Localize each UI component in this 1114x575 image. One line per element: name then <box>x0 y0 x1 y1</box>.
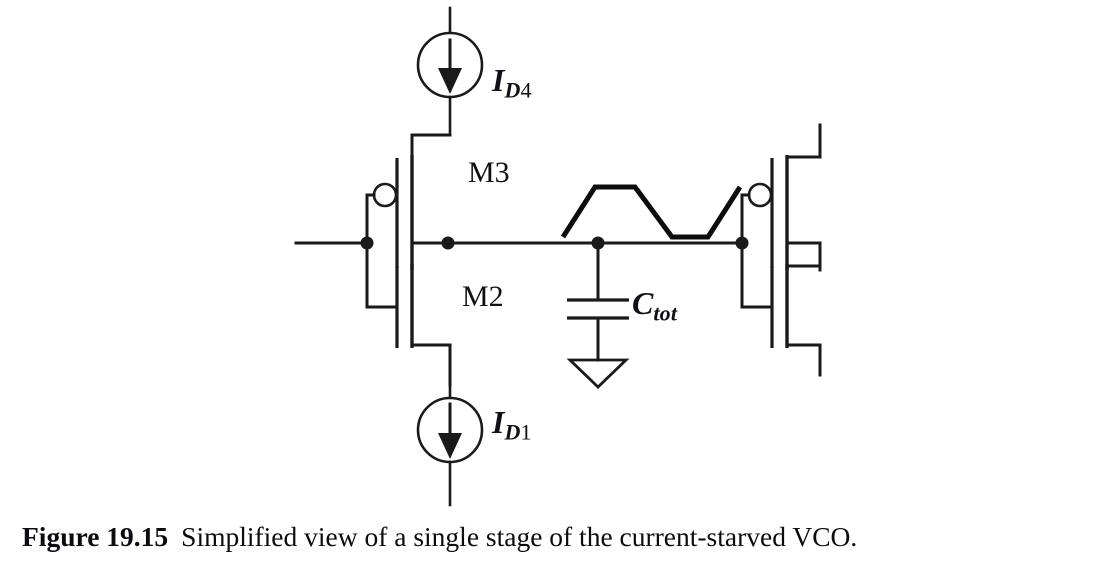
output-node-dot <box>441 236 455 250</box>
current-source-id4 <box>416 6 484 137</box>
m3-gate-bubble-icon <box>372 182 398 208</box>
m3-source-lead <box>410 133 452 159</box>
label-transistor-m3: M3 <box>468 156 510 189</box>
m2-source-lead <box>410 343 452 387</box>
figure-caption-label: Figure 19.15 <box>22 521 169 552</box>
trapezoidal-waveform-icon <box>560 184 743 240</box>
right-nmos-drain-lead <box>785 241 822 268</box>
label-capacitor-ctot: Ctot <box>632 287 677 325</box>
ground-symbol <box>566 358 630 389</box>
label-current-source-id1: ID1 <box>492 406 532 444</box>
ground-triangle-icon <box>566 358 630 389</box>
transistor-next-stage-pmos <box>740 123 822 272</box>
right-pmos-gate-bubble-icon <box>747 182 773 208</box>
ctot-subscript: tot <box>653 300 678 326</box>
transistor-m2 <box>365 241 452 387</box>
transistor-next-stage-nmos <box>740 241 822 377</box>
input-node-dot <box>360 236 374 250</box>
id1-subscript-number: 1 <box>520 419 532 445</box>
figure-caption: Figure 19.15 Simplified view of a single … <box>22 521 1100 553</box>
right-nmos-gate-lead <box>740 241 774 309</box>
id4-subscript-number: 4 <box>520 77 532 103</box>
transistor-m3 <box>365 133 452 270</box>
label-current-source-id4: ID4 <box>492 64 532 102</box>
right-nmos-source-lead <box>785 343 822 377</box>
waveform-annotation <box>560 184 743 240</box>
current-source-id1 <box>416 383 484 507</box>
m2-drain-lead <box>410 241 450 268</box>
m2-gate-lead <box>365 241 399 309</box>
m3-gate-lead <box>365 193 376 245</box>
id1-subscript: D <box>504 419 521 445</box>
right-pmos-gate-lead <box>740 193 751 245</box>
figure-caption-text: Simplified view of a single stage of the… <box>181 521 858 552</box>
output-net <box>441 236 749 250</box>
id1-symbol: I <box>492 404 505 440</box>
capacitor-ctot <box>567 241 629 362</box>
ctot-symbol: C <box>632 285 654 321</box>
id1-arrow-head <box>438 433 462 459</box>
id4-symbol: I <box>492 62 505 98</box>
input-net <box>294 236 374 250</box>
right-pmos-source-lead <box>785 123 822 159</box>
label-transistor-m2: M2 <box>462 280 504 313</box>
id4-subscript: D <box>504 77 521 103</box>
id4-arrow-head <box>438 68 462 94</box>
